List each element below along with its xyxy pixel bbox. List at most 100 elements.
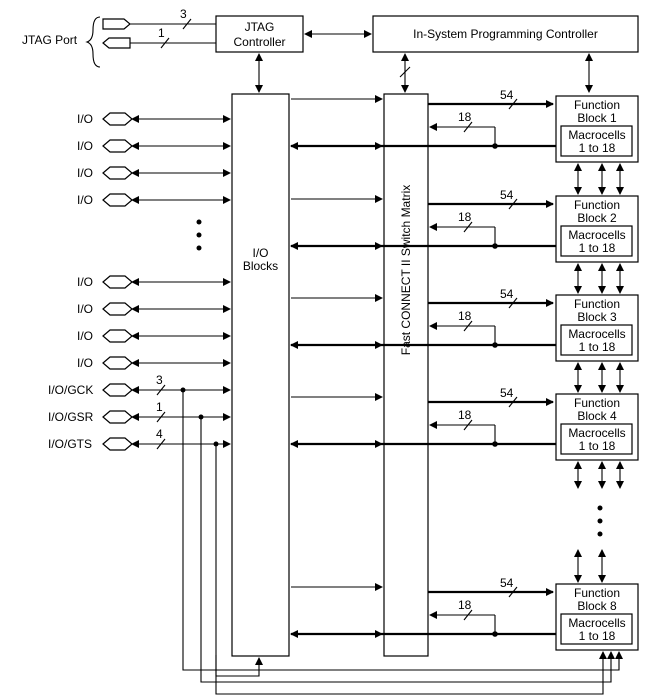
macrocells-8-range: 1 to 18: [579, 629, 616, 643]
jtag-controller-line2: Controller: [233, 35, 285, 49]
fb-output-junction-3: [492, 342, 498, 348]
fb-continuation-dots: [597, 505, 603, 537]
jtag-output-width: 1: [158, 26, 165, 40]
bus18-width-fb1: 18: [458, 110, 472, 124]
function-block-8-title: Function: [574, 586, 620, 600]
global-pin-width-gsr: 1: [156, 400, 163, 414]
bus18-tick-fb3: [463, 320, 473, 332]
macrocells-1-label: Macrocells: [568, 128, 625, 142]
global-pin-pad-gsr: [102, 410, 133, 424]
macrocells-8-box: [560, 613, 633, 645]
macrocells-1-range: 1 to 18: [579, 141, 616, 155]
macrocells-2-box: [560, 225, 633, 257]
bus18-tick-fb4: [463, 419, 473, 431]
global-net-gts: [215, 444, 607, 695]
macrocells-1-box: [560, 125, 633, 157]
isp-controller-label: In-System Programming Controller: [413, 27, 598, 41]
jtag-input-width-tick: [182, 18, 192, 30]
switch-matrix-label: Fast CONNECT II Switch Matrix: [399, 185, 413, 355]
io-pin-pad: [102, 166, 133, 180]
function-block-4-title: Function: [574, 396, 620, 410]
io-pin-pad: [102, 112, 133, 126]
jtag-port: JTAG Port 3 1: [22, 7, 216, 68]
jtag-input-width: 3: [180, 7, 187, 21]
io-blocks-line1: I/O: [252, 246, 268, 260]
function-block-8-name: Block 8: [577, 599, 617, 613]
jtag-output-width-tick: [160, 37, 170, 49]
fb-output-junction-2: [492, 243, 498, 249]
isp-controller: In-System Programming Controller: [372, 15, 639, 53]
global-pin-width-gck: 3: [156, 373, 163, 387]
bus54-width-fb3: 54: [500, 287, 514, 301]
io-pin-pad: [102, 356, 133, 370]
bus54-tick-fb2: [508, 198, 518, 210]
function-block-3-title: Function: [574, 297, 620, 311]
io-pin-pad: [102, 329, 133, 343]
bus18-tick-fb1: [463, 121, 473, 133]
global-pin-width-tick-gck: [156, 384, 166, 396]
jtag-controller: JTAG Controller: [215, 15, 304, 53]
io-blocks-line2: Blocks: [243, 259, 278, 273]
io-pin-pad: [102, 302, 133, 316]
io-blocks-box: [231, 93, 290, 657]
io-pin-label: I/O: [77, 166, 93, 180]
io-pin-pad: [102, 193, 133, 207]
io-pin-label: I/O: [77, 302, 93, 316]
io-pin-label: I/O: [77, 112, 93, 126]
jtag-port-label: JTAG Port: [22, 33, 78, 47]
global-pin-label-gck: I/O/GCK: [48, 383, 93, 397]
macrocells-3-box: [560, 324, 633, 356]
macrocells-3-range: 1 to 18: [579, 340, 616, 354]
bus18-width-fb3: 18: [458, 309, 472, 323]
global-io-feedback: [215, 655, 263, 677]
jtag-input-pad: [102, 18, 131, 30]
fb-output-junction-4: [492, 441, 498, 447]
fb-output-junction-8: [492, 631, 498, 637]
jtag-port-brace: [85, 16, 101, 68]
switch-matrix-box: [383, 93, 429, 657]
global-pin-pad-gts: [102, 437, 133, 451]
global-net-gsr: [200, 417, 615, 683]
bus54-width-fb1: 54: [500, 88, 514, 102]
bus54-tick-fb8: [508, 586, 518, 598]
io-continuation-dots: [196, 219, 202, 251]
function-block-4-name: Block 4: [577, 409, 617, 423]
macrocells-2-label: Macrocells: [568, 228, 625, 242]
bus18-tick-fb2: [463, 221, 473, 233]
function-block-3-name: Block 3: [577, 310, 617, 324]
jtag-output-pad: [102, 37, 131, 49]
jtag-controller-line1: JTAG: [245, 20, 275, 34]
macrocells-4-box: [560, 423, 633, 455]
bus18-width-fb8: 18: [458, 598, 472, 612]
io-pin-label: I/O: [77, 356, 93, 370]
function-block-1-name: Block 1: [577, 111, 617, 125]
global-net-gck: [182, 390, 623, 671]
bus54-width-fb2: 54: [500, 188, 514, 202]
function-block-2-name: Block 2: [577, 211, 617, 225]
macrocells-3-label: Macrocells: [568, 327, 625, 341]
global-pin-label-gsr: I/O/GSR: [48, 410, 94, 424]
function-block-1-title: Function: [574, 98, 620, 112]
bus54-width-fb8: 54: [500, 576, 514, 590]
macrocells-4-label: Macrocells: [568, 426, 625, 440]
global-pin-width-gts: 4: [156, 427, 163, 441]
io-pin-label: I/O: [77, 139, 93, 153]
isp-controller-box: [372, 15, 639, 53]
bus18-tick-fb8: [463, 609, 473, 621]
global-pin-pad-gck: [102, 383, 133, 397]
io-pin-pad: [102, 275, 133, 289]
bus54-tick-fb1: [508, 98, 518, 110]
io-pin-label: I/O: [77, 275, 93, 289]
io-pin-pad: [102, 139, 133, 153]
bus18-width-fb4: 18: [458, 408, 472, 422]
jtag-controller-box: [215, 15, 304, 53]
switch-matrix: Fast CONNECT II Switch Matrix: [383, 93, 429, 657]
io-pin-label: I/O: [77, 193, 93, 207]
macrocells-8-label: Macrocells: [568, 616, 625, 630]
macrocells-4-range: 1 to 18: [579, 439, 616, 453]
bus18-width-fb2: 18: [458, 210, 472, 224]
global-pin-label-gts: I/O/GTS: [48, 437, 92, 451]
io-pin-label: I/O: [77, 329, 93, 343]
isp-matrix-tick: [399, 66, 411, 78]
